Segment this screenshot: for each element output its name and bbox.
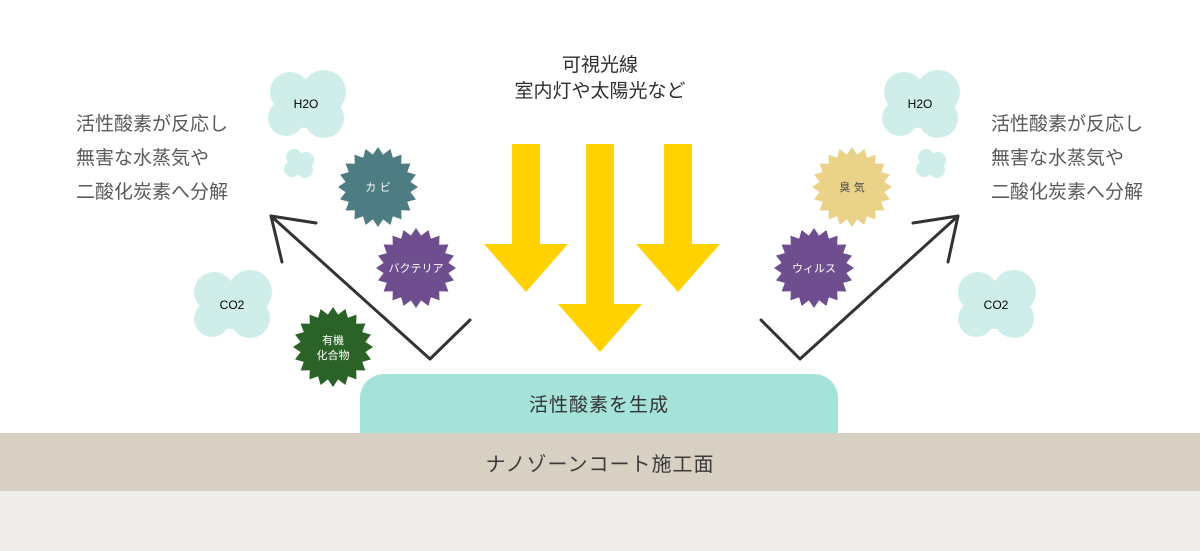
light-source-label: 可視光線 室内灯や太陽光など	[470, 52, 730, 104]
mold-starburst	[338, 147, 418, 227]
virus-label: ウィルス	[792, 262, 836, 275]
left-check-line	[269, 214, 472, 361]
co2-cloud-left: CO2	[194, 270, 272, 338]
small-cloud-right	[916, 149, 946, 178]
light-line-1: 可視光線	[561, 54, 638, 76]
small-cloud-left	[284, 149, 314, 178]
h2o-left-label: H2O	[294, 97, 319, 111]
h2o-cloud-left: H2O	[268, 70, 346, 138]
coated-surface: ナノゾーンコート施工面	[0, 433, 1200, 491]
h2o-right-label: H2O	[908, 97, 933, 111]
odor-particle: 臭 気	[812, 147, 892, 227]
light-arrow-right	[636, 144, 720, 292]
light-arrow-left	[484, 144, 568, 292]
right-arrowhead	[911, 214, 960, 264]
odor-label: 臭 気	[839, 180, 865, 194]
co2-cloud-right: CO2	[958, 270, 1036, 338]
right-reaction-text: 活性酸素が反応し 無害な水蒸気や 二酸化炭素へ分解	[991, 107, 1143, 209]
light-line-2: 室内灯や太陽光など	[514, 80, 686, 102]
right-reaction-arrow	[759, 214, 960, 361]
virus-particle: ウィルス	[774, 228, 854, 308]
right-text-line-1: 活性酸素が反応し	[991, 113, 1144, 135]
co2-left-label: CO2	[220, 298, 245, 312]
h2o-cloud-right: H2O	[882, 70, 960, 138]
organic-label-1: 有機	[322, 333, 344, 347]
bacteria-label: バクテリア	[389, 262, 444, 275]
bacteria-starburst	[376, 228, 456, 308]
virus-starburst	[774, 228, 854, 308]
surface-label: ナノゾーンコート施工面	[485, 451, 715, 476]
bacteria-particle: バクテリア	[376, 228, 456, 308]
odor-starburst	[812, 147, 892, 227]
left-reaction-arrow	[269, 214, 472, 361]
left-arrowhead	[269, 214, 318, 264]
floor-band	[0, 491, 1200, 551]
left-text-line-1: 活性酸素が反応し	[76, 113, 229, 135]
co2-right-label: CO2	[984, 298, 1009, 312]
light-arrows	[484, 144, 720, 352]
right-check-line	[759, 214, 960, 361]
organic-label-2: 化合物	[317, 348, 350, 362]
organic-compound-particle: 有機 化合物	[293, 307, 373, 387]
mold-label: カ ビ	[365, 181, 391, 194]
left-text-line-3: 二酸化炭素へ分解	[76, 181, 229, 203]
organic-starburst	[293, 307, 373, 387]
right-text-line-3: 二酸化炭素へ分解	[991, 181, 1144, 203]
mold-particle: カ ビ	[338, 147, 418, 227]
left-text-line-2: 無害な水蒸気や	[76, 147, 210, 169]
generation-label: 活性酸素を生成	[528, 394, 669, 416]
left-reaction-text: 活性酸素が反応し 無害な水蒸気や 二酸化炭素へ分解	[76, 107, 228, 209]
right-text-line-2: 無害な水蒸気や	[991, 147, 1125, 169]
light-arrow-center	[558, 144, 642, 352]
active-oxygen-generation-box: 活性酸素を生成	[360, 374, 838, 433]
